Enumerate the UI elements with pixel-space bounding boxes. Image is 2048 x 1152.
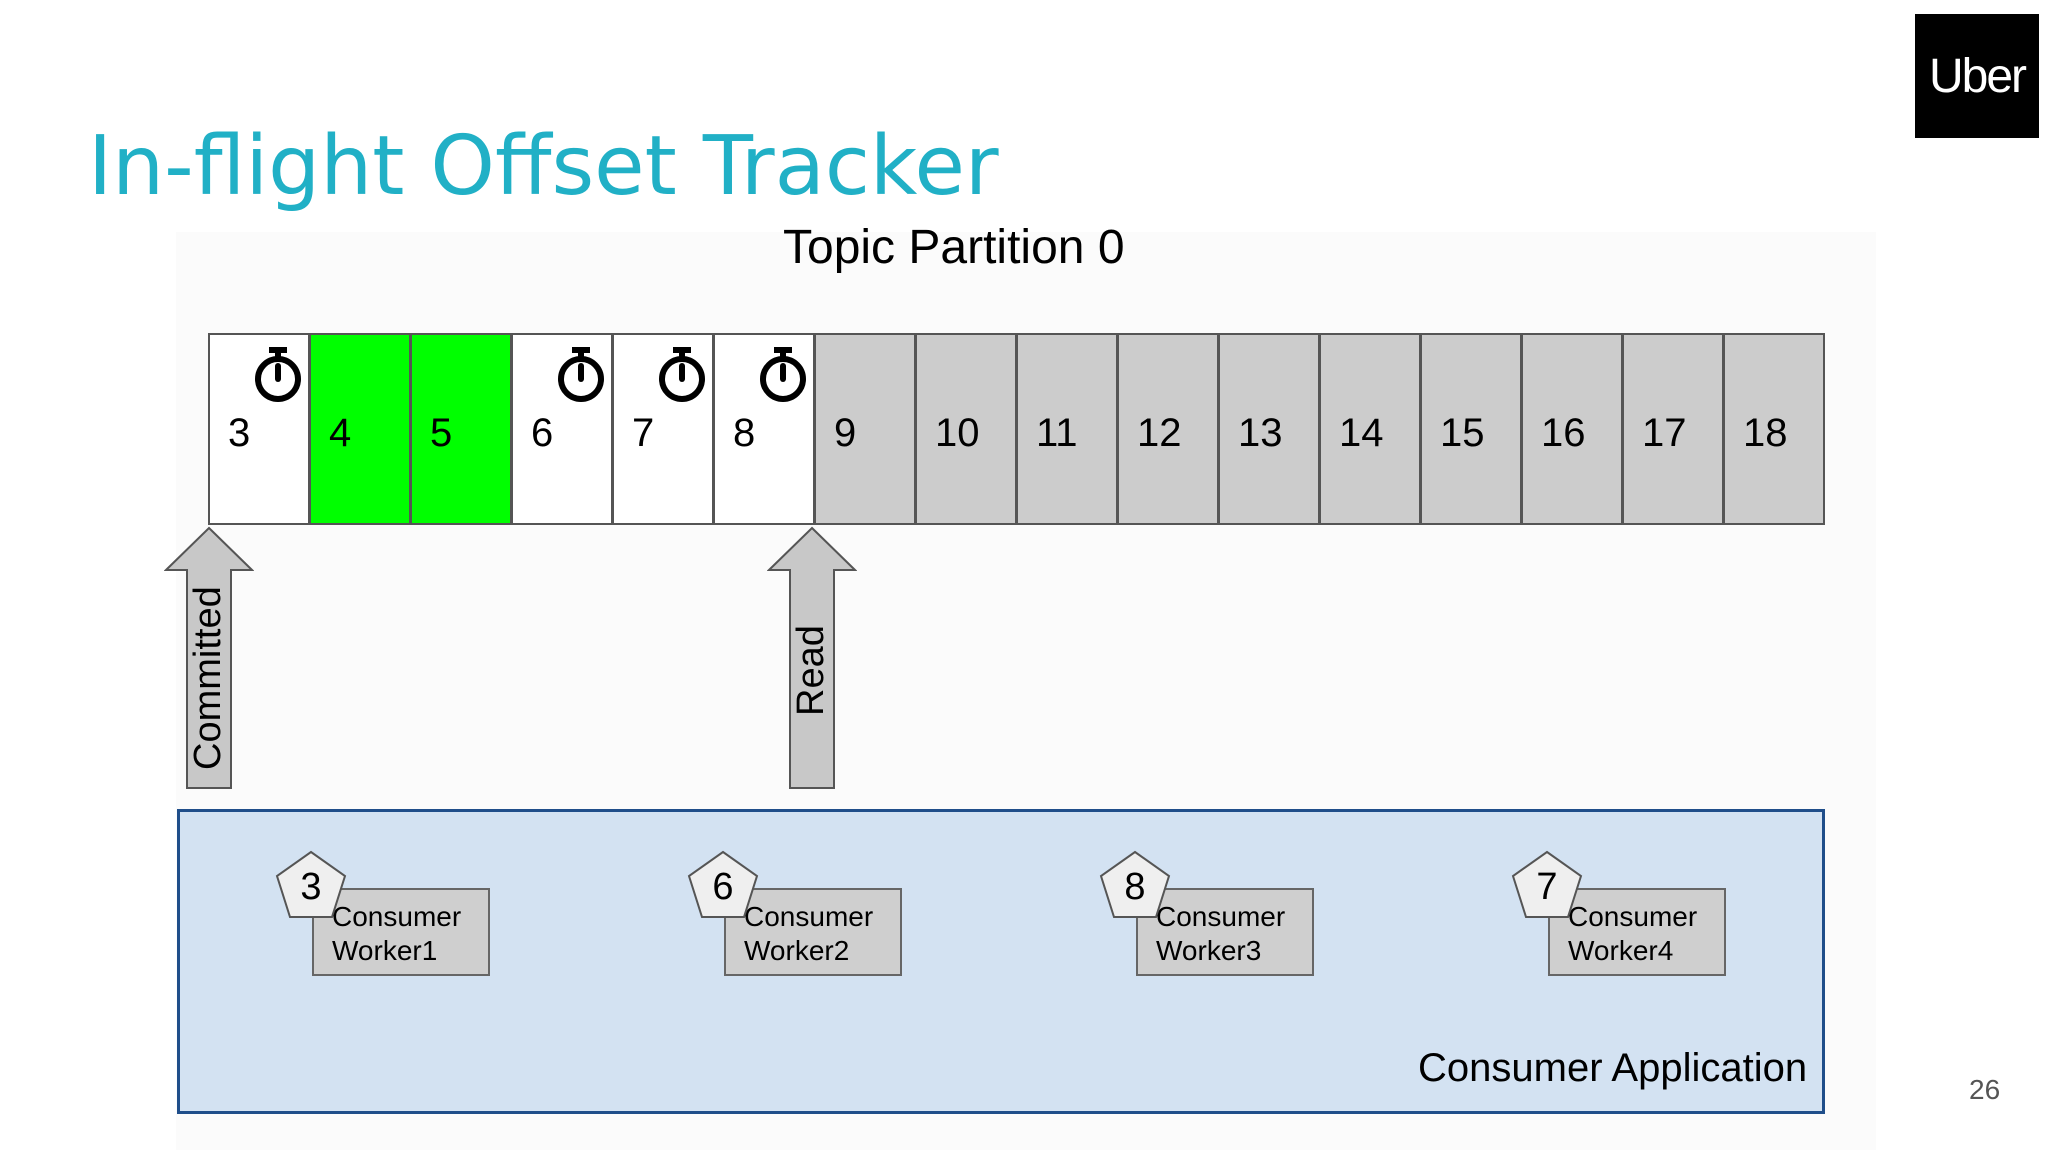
worker-label-line2: Worker4 <box>1568 935 1674 966</box>
offset-cell-4: 4 <box>309 333 411 525</box>
uber-logo: Uber <box>1915 14 2039 138</box>
offset-cell-17: 17 <box>1622 333 1724 525</box>
worker-offset-value: 8 <box>1124 866 1146 908</box>
read-label: Read <box>790 625 832 716</box>
worker-label-line2: Worker3 <box>1156 935 1262 966</box>
worker-offset-badge: 7 <box>1510 850 1584 920</box>
offset-cell-5: 5 <box>410 333 512 525</box>
worker-offset-value: 3 <box>300 866 322 908</box>
offset-number: 7 <box>632 411 655 455</box>
read-arrow <box>767 526 857 789</box>
offset-number: 18 <box>1743 411 1788 455</box>
committed-label: Committed <box>187 586 229 770</box>
worker-offset-value: 6 <box>712 866 734 908</box>
offset-cell-11: 11 <box>1016 333 1118 525</box>
offset-number: 16 <box>1541 411 1586 455</box>
page-number: 26 <box>1969 1074 2001 1105</box>
offset-number: 12 <box>1137 411 1182 455</box>
offset-cell-18: 18 <box>1723 333 1825 525</box>
worker-offset-badge: 6 <box>686 850 760 920</box>
committed-arrow <box>164 526 254 789</box>
offset-cell-12: 12 <box>1117 333 1219 525</box>
offset-number: 11 <box>1036 411 1078 455</box>
offset-number: 17 <box>1642 411 1687 455</box>
worker-offset-value: 7 <box>1536 866 1558 908</box>
worker-label-line1: Consumer <box>744 901 874 932</box>
offset-cell-13: 13 <box>1218 333 1320 525</box>
offset-cell-7: 7 <box>612 333 714 525</box>
worker-offset-badge: 3 <box>274 850 348 920</box>
offset-cell-9: 9 <box>814 333 916 525</box>
offset-number: 10 <box>935 411 980 455</box>
pentagon-icon <box>1511 850 1583 918</box>
offset-number: 6 <box>531 411 554 455</box>
offset-number: 3 <box>228 411 251 455</box>
partition-title: Topic Partition 0 <box>783 221 1125 274</box>
stopwatch-icon <box>558 347 604 402</box>
offset-cell-6: 6 <box>511 333 613 525</box>
stopwatch-icon <box>255 347 301 402</box>
worker-label-line1: Consumer <box>1568 901 1698 932</box>
slide-title: In-flight Offset Tracker <box>88 119 999 214</box>
worker-label-line2: Worker1 <box>332 935 438 966</box>
pentagon-icon <box>687 850 759 918</box>
offset-number: 9 <box>834 411 857 455</box>
offset-cell-3: 3 <box>208 333 310 525</box>
pentagon-icon <box>275 850 347 918</box>
offset-number: 14 <box>1339 411 1384 455</box>
consumer-application-label: Consumer Application <box>1418 1046 1808 1090</box>
worker-label-line1: Consumer <box>1156 901 1286 932</box>
offset-cell-8: 8 <box>713 333 815 525</box>
offset-number: 5 <box>430 411 453 455</box>
stopwatch-icon <box>760 347 806 402</box>
worker-label-line2: Worker2 <box>744 935 850 966</box>
offset-number: 4 <box>329 411 352 455</box>
offset-number: 13 <box>1238 411 1283 455</box>
worker-label-line1: Consumer <box>332 901 462 932</box>
offset-cell-10: 10 <box>915 333 1017 525</box>
offset-number: 15 <box>1440 411 1485 455</box>
worker-offset-badge: 8 <box>1098 850 1172 920</box>
pentagon-icon <box>1099 850 1171 918</box>
stopwatch-icon <box>659 347 705 402</box>
offset-cell-15: 15 <box>1420 333 1522 525</box>
offset-cell-16: 16 <box>1521 333 1623 525</box>
offset-cell-14: 14 <box>1319 333 1421 525</box>
offset-number: 8 <box>733 411 756 455</box>
